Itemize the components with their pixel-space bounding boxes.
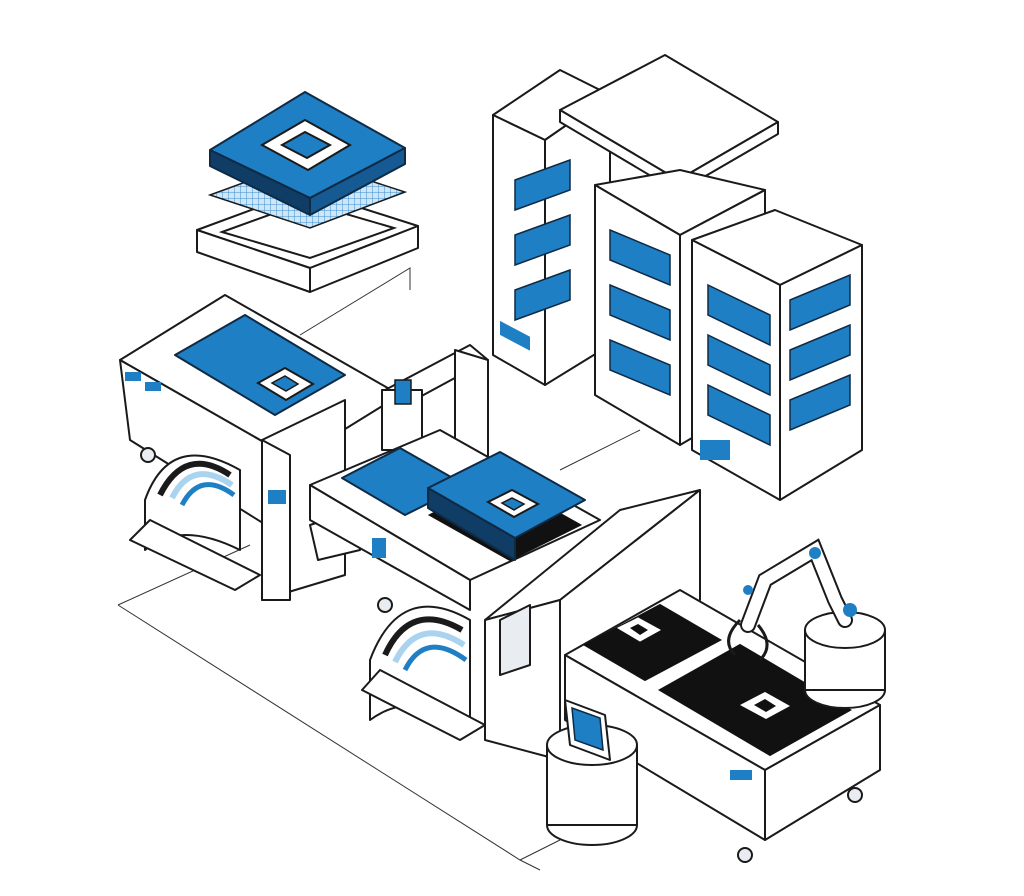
server-rack-3 bbox=[691, 209, 863, 501]
feeder-reels-left bbox=[129, 454, 261, 591]
output-conveyor bbox=[564, 589, 881, 863]
floor-guidelines bbox=[117, 267, 641, 871]
control-terminal-icon bbox=[546, 699, 638, 846]
main-conveyor bbox=[309, 429, 601, 741]
server-rack-top-panel bbox=[559, 54, 779, 193]
feeder-reels-right bbox=[361, 605, 486, 741]
robot-arm-icon bbox=[727, 538, 886, 709]
chip-stack-icon bbox=[196, 91, 419, 293]
server-rack-1 bbox=[492, 69, 611, 386]
